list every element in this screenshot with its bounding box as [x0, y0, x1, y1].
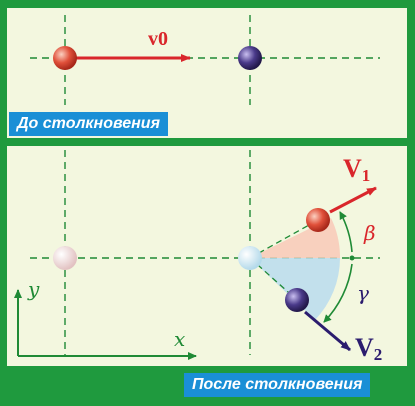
v1-label: V1: [343, 154, 370, 185]
after-caption: После столкновения: [184, 373, 371, 397]
y-axis-label: y: [27, 277, 40, 301]
before-caption: До столкновения: [9, 112, 168, 136]
beta-arc: [339, 211, 353, 253]
red-ball-before: [53, 46, 77, 70]
v2-arrow: [304, 310, 351, 352]
v2-label: V2: [355, 333, 382, 364]
beta-label: β: [363, 221, 376, 245]
blue-ball-after: [238, 246, 262, 270]
gamma-label: γ: [357, 281, 369, 305]
before-guides: [30, 15, 380, 105]
arc-vertex: [349, 255, 355, 261]
purple-ball-before: [238, 46, 262, 70]
gamma-arc: [323, 263, 353, 323]
red-ball-after: [306, 208, 330, 232]
x-axis-label: x: [174, 327, 185, 351]
purple-ball-after: [285, 288, 309, 312]
v0-label: v0: [148, 28, 168, 50]
ghost-ball-after: [53, 246, 77, 270]
v1-arrow: [329, 186, 377, 214]
